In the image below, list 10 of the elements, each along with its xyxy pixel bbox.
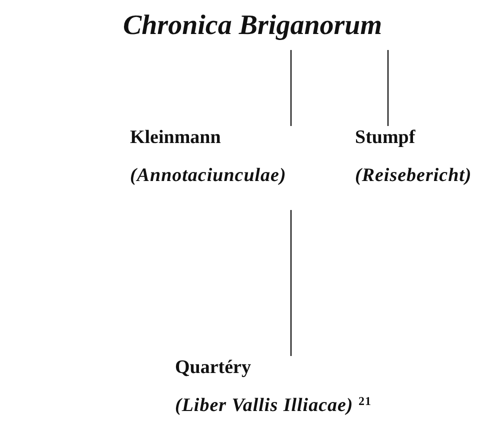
connector-line xyxy=(387,50,389,126)
work-title: (Liber Vallis Illiacae) $^{21}$ xyxy=(175,394,373,418)
author-name: Quartéry xyxy=(175,356,252,380)
work-title: (Reisebericht) xyxy=(355,164,473,188)
source-name: Chronica Briganorum xyxy=(122,9,384,43)
connector-line xyxy=(290,210,292,356)
work-title: (Annotaciunculae) xyxy=(130,164,288,188)
author-name: Kleinmann xyxy=(130,126,222,150)
connector-line xyxy=(290,50,292,126)
author-name: Stumpf xyxy=(355,126,416,150)
